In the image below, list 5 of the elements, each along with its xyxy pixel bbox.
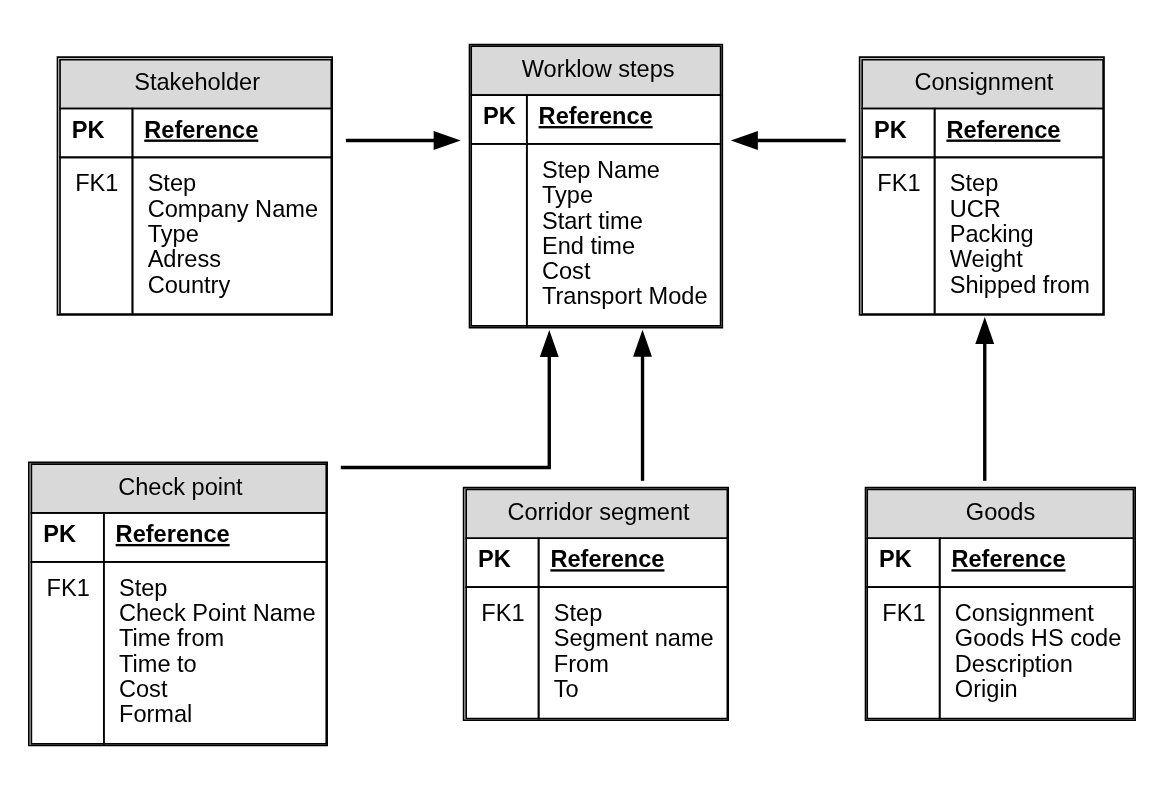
arrow (730, 130, 846, 150)
arrow (633, 329, 652, 481)
arrow (340, 329, 559, 469)
arrow (975, 316, 995, 481)
arrow (345, 130, 461, 150)
